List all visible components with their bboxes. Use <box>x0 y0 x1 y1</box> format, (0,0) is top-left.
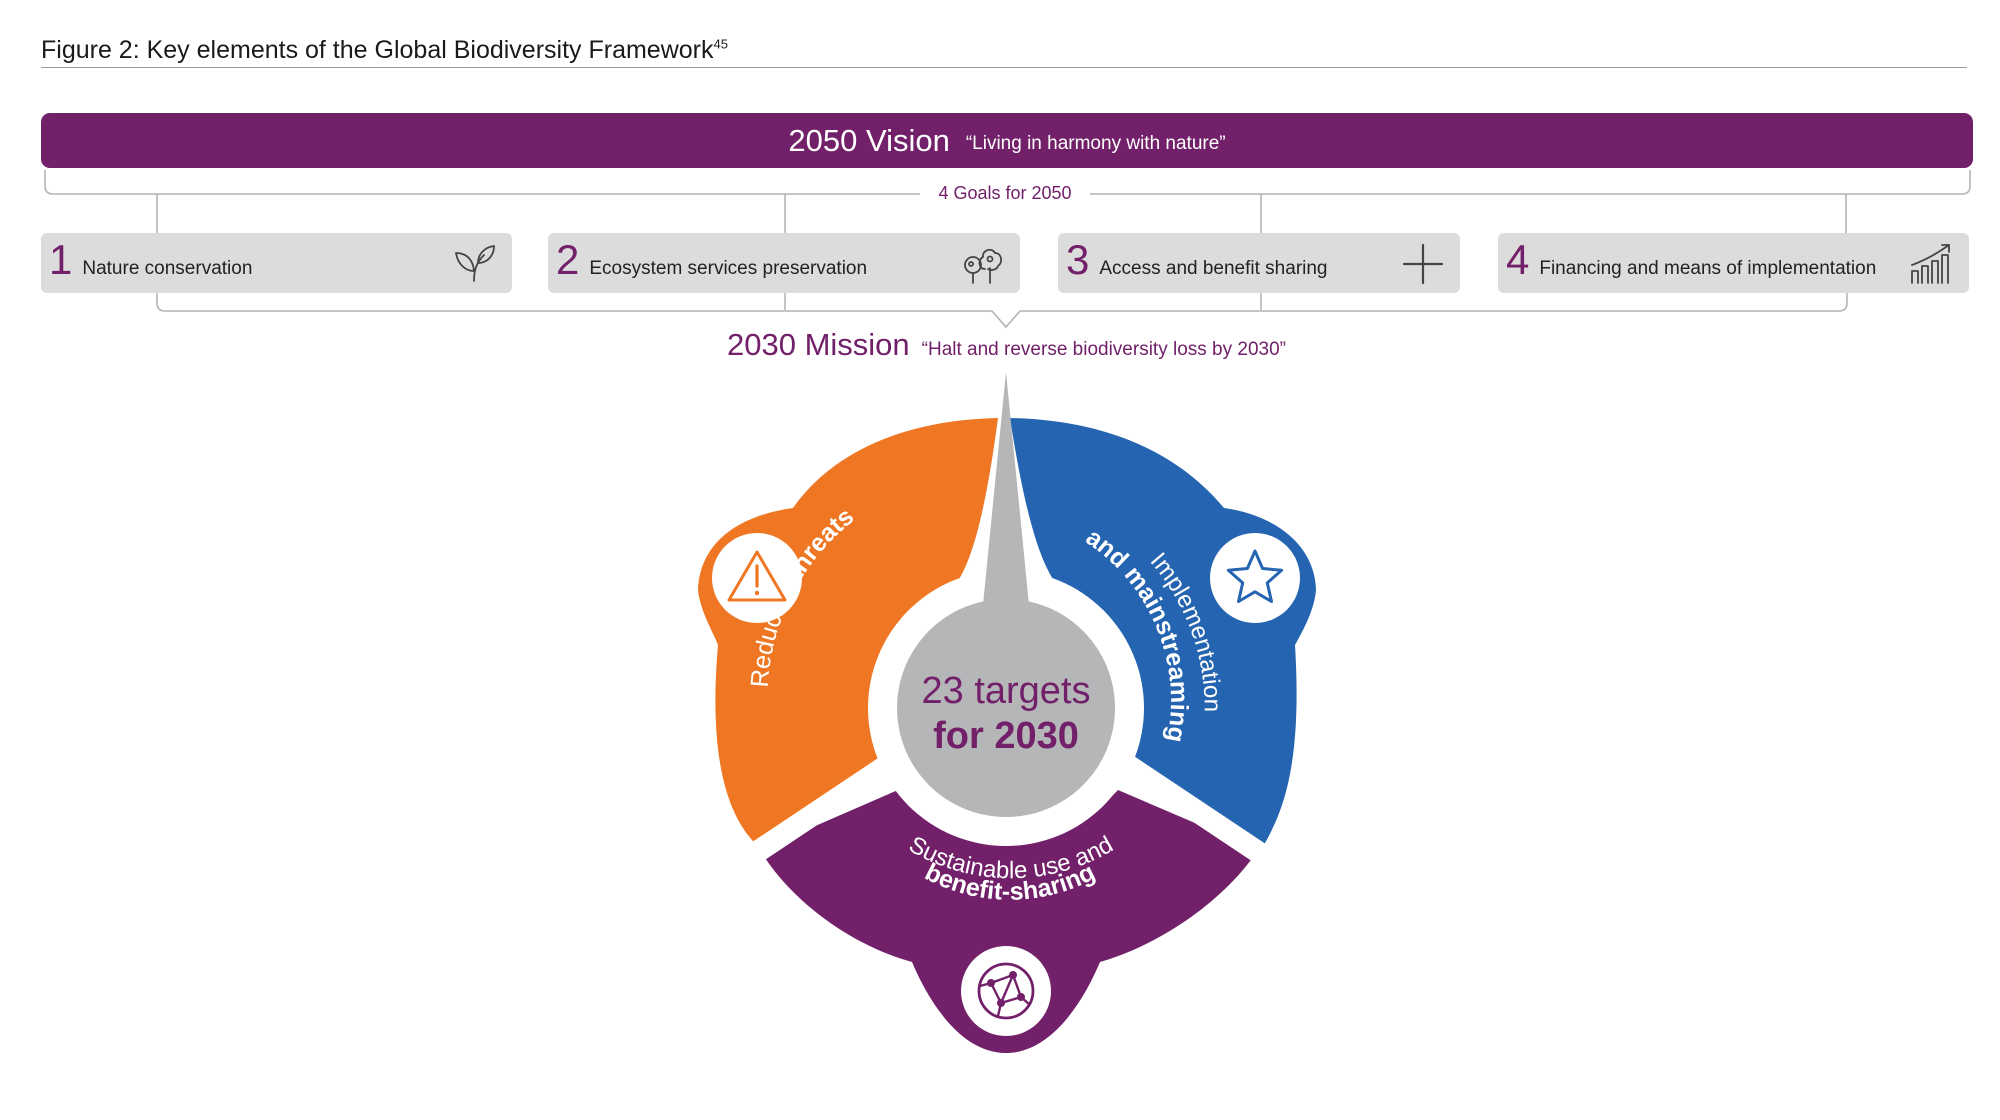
center-line-1: 23 targets <box>922 670 1091 712</box>
segment-reducing-threats <box>698 418 998 848</box>
sprout-icon <box>455 245 495 282</box>
mission-label: 2030 Mission <box>727 327 910 362</box>
plus-icon <box>1402 243 1444 285</box>
title-rule <box>41 67 1967 68</box>
center-circle <box>897 599 1115 817</box>
mission-needle <box>983 372 1029 605</box>
segment-implementation <box>1010 418 1316 848</box>
figure-title-text: Figure 2: Key elements of the Global Bio… <box>41 36 714 64</box>
goal-label: Access and benefit sharing <box>1099 258 1328 279</box>
goal-label: Financing and means of implementation <box>1539 258 1877 279</box>
goal-box-4: 4 Financing and means of implementation <box>1498 233 1969 293</box>
goal-number: 4 <box>1506 236 1530 283</box>
goal-number: 3 <box>1066 236 1090 283</box>
goal-number: 2 <box>556 236 580 283</box>
warning-triangle-icon <box>712 533 802 623</box>
vision-bar: 2050 Vision “Living in harmony with natu… <box>41 113 1973 168</box>
network-globe-icon <box>961 946 1051 1036</box>
mission-heading: 2030 Mission “Halt and reverse biodiversi… <box>727 327 1286 363</box>
segment-sustainable-use <box>760 790 1258 1053</box>
center-line-2: for 2030 <box>933 715 1079 757</box>
goal-label: Ecosystem services preservation <box>589 258 868 279</box>
star-icon <box>1210 533 1300 623</box>
bar-chart-trend-icon <box>1911 244 1950 284</box>
footnote-ref: 45 <box>713 36 728 52</box>
goal-number: 1 <box>49 236 73 283</box>
trees-icon <box>964 248 1002 284</box>
mission-quote: “Halt and reverse biodiversity loss by 2… <box>921 339 1286 360</box>
goal-box-2: 2 Ecosystem services preservation <box>548 233 1020 293</box>
goals-caption: 4 Goals for 2050 <box>920 183 1090 204</box>
goal-box-3: 3 Access and benefit sharing <box>1058 233 1460 293</box>
vision-label: 2050 Vision <box>788 122 950 158</box>
goal-box-1: 1 Nature conservation <box>41 233 512 293</box>
goal-label: Nature conservation <box>82 258 253 279</box>
vision-quote: “Living in harmony with nature” <box>965 132 1226 154</box>
figure-title: Figure 2: Key elements of the Global Bio… <box>41 36 728 65</box>
